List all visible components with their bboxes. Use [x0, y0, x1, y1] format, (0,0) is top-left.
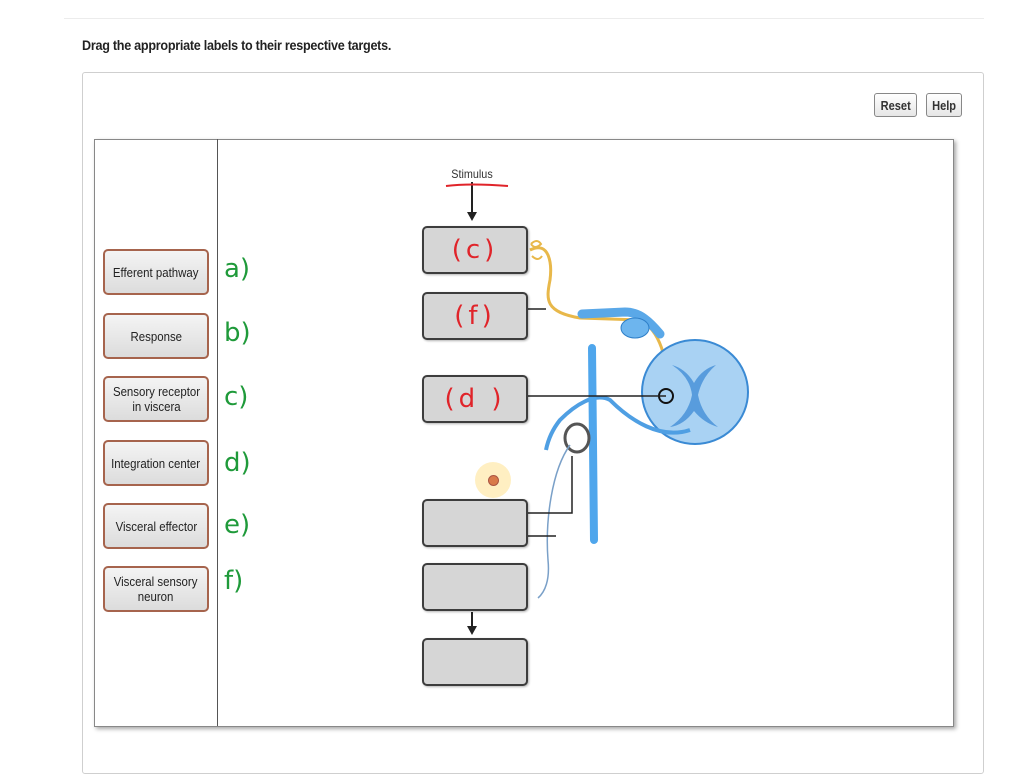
sympathetic-trunk	[588, 344, 598, 544]
dorsal-root-ganglion	[620, 317, 650, 339]
label-integration-center[interactable]: Integration center	[103, 440, 209, 486]
reset-button[interactable]: Reset	[874, 93, 917, 117]
autonomic-ganglion	[563, 422, 591, 454]
instruction-text: Drag the appropriate labels to their res…	[82, 37, 392, 53]
drop-target-4[interactable]	[422, 499, 528, 547]
handwritten-letter-a: a)	[224, 254, 251, 284]
drop-target-2[interactable]: (f)	[422, 292, 528, 340]
label-column-divider	[217, 139, 218, 726]
stimulus-underline	[445, 183, 509, 187]
gray-matter	[670, 365, 718, 427]
top-divider	[64, 18, 984, 19]
handwritten-letter-c: c)	[224, 382, 249, 412]
label-visceral-sensory-neuron[interactable]: Visceral sensory neuron	[103, 566, 209, 612]
stimulus-label: Stimulus	[451, 167, 493, 181]
handwritten-letter-d: d)	[224, 448, 251, 478]
drop-target-6[interactable]	[422, 638, 528, 686]
visceral-motor-fiber	[537, 444, 571, 599]
label-visceral-effector[interactable]: Visceral effector	[103, 503, 209, 549]
sensory-neuron-fiber	[529, 246, 641, 322]
handwritten-letter-b: b)	[224, 318, 251, 348]
help-button[interactable]: Help	[926, 93, 962, 117]
stimulus-arrowhead	[467, 212, 477, 221]
label-response[interactable]: Response	[103, 313, 209, 359]
label-sensory-receptor[interactable]: Sensory receptor in viscera	[103, 376, 209, 422]
label-efferent-pathway[interactable]: Efferent pathway	[103, 249, 209, 295]
handwritten-letter-e: e)	[224, 510, 251, 540]
sensory-receptor-ending	[530, 240, 543, 260]
leader-line-e	[528, 456, 573, 514]
handwritten-letter-f: f)	[224, 566, 244, 596]
drop-target-1[interactable]: (c)	[422, 226, 528, 274]
drop-target-3[interactable]: (d )	[422, 375, 528, 423]
spinal-nerve	[577, 307, 665, 339]
drop-target-5[interactable]	[422, 563, 528, 611]
cursor-highlight	[475, 462, 511, 498]
response-arrowhead	[467, 626, 477, 635]
